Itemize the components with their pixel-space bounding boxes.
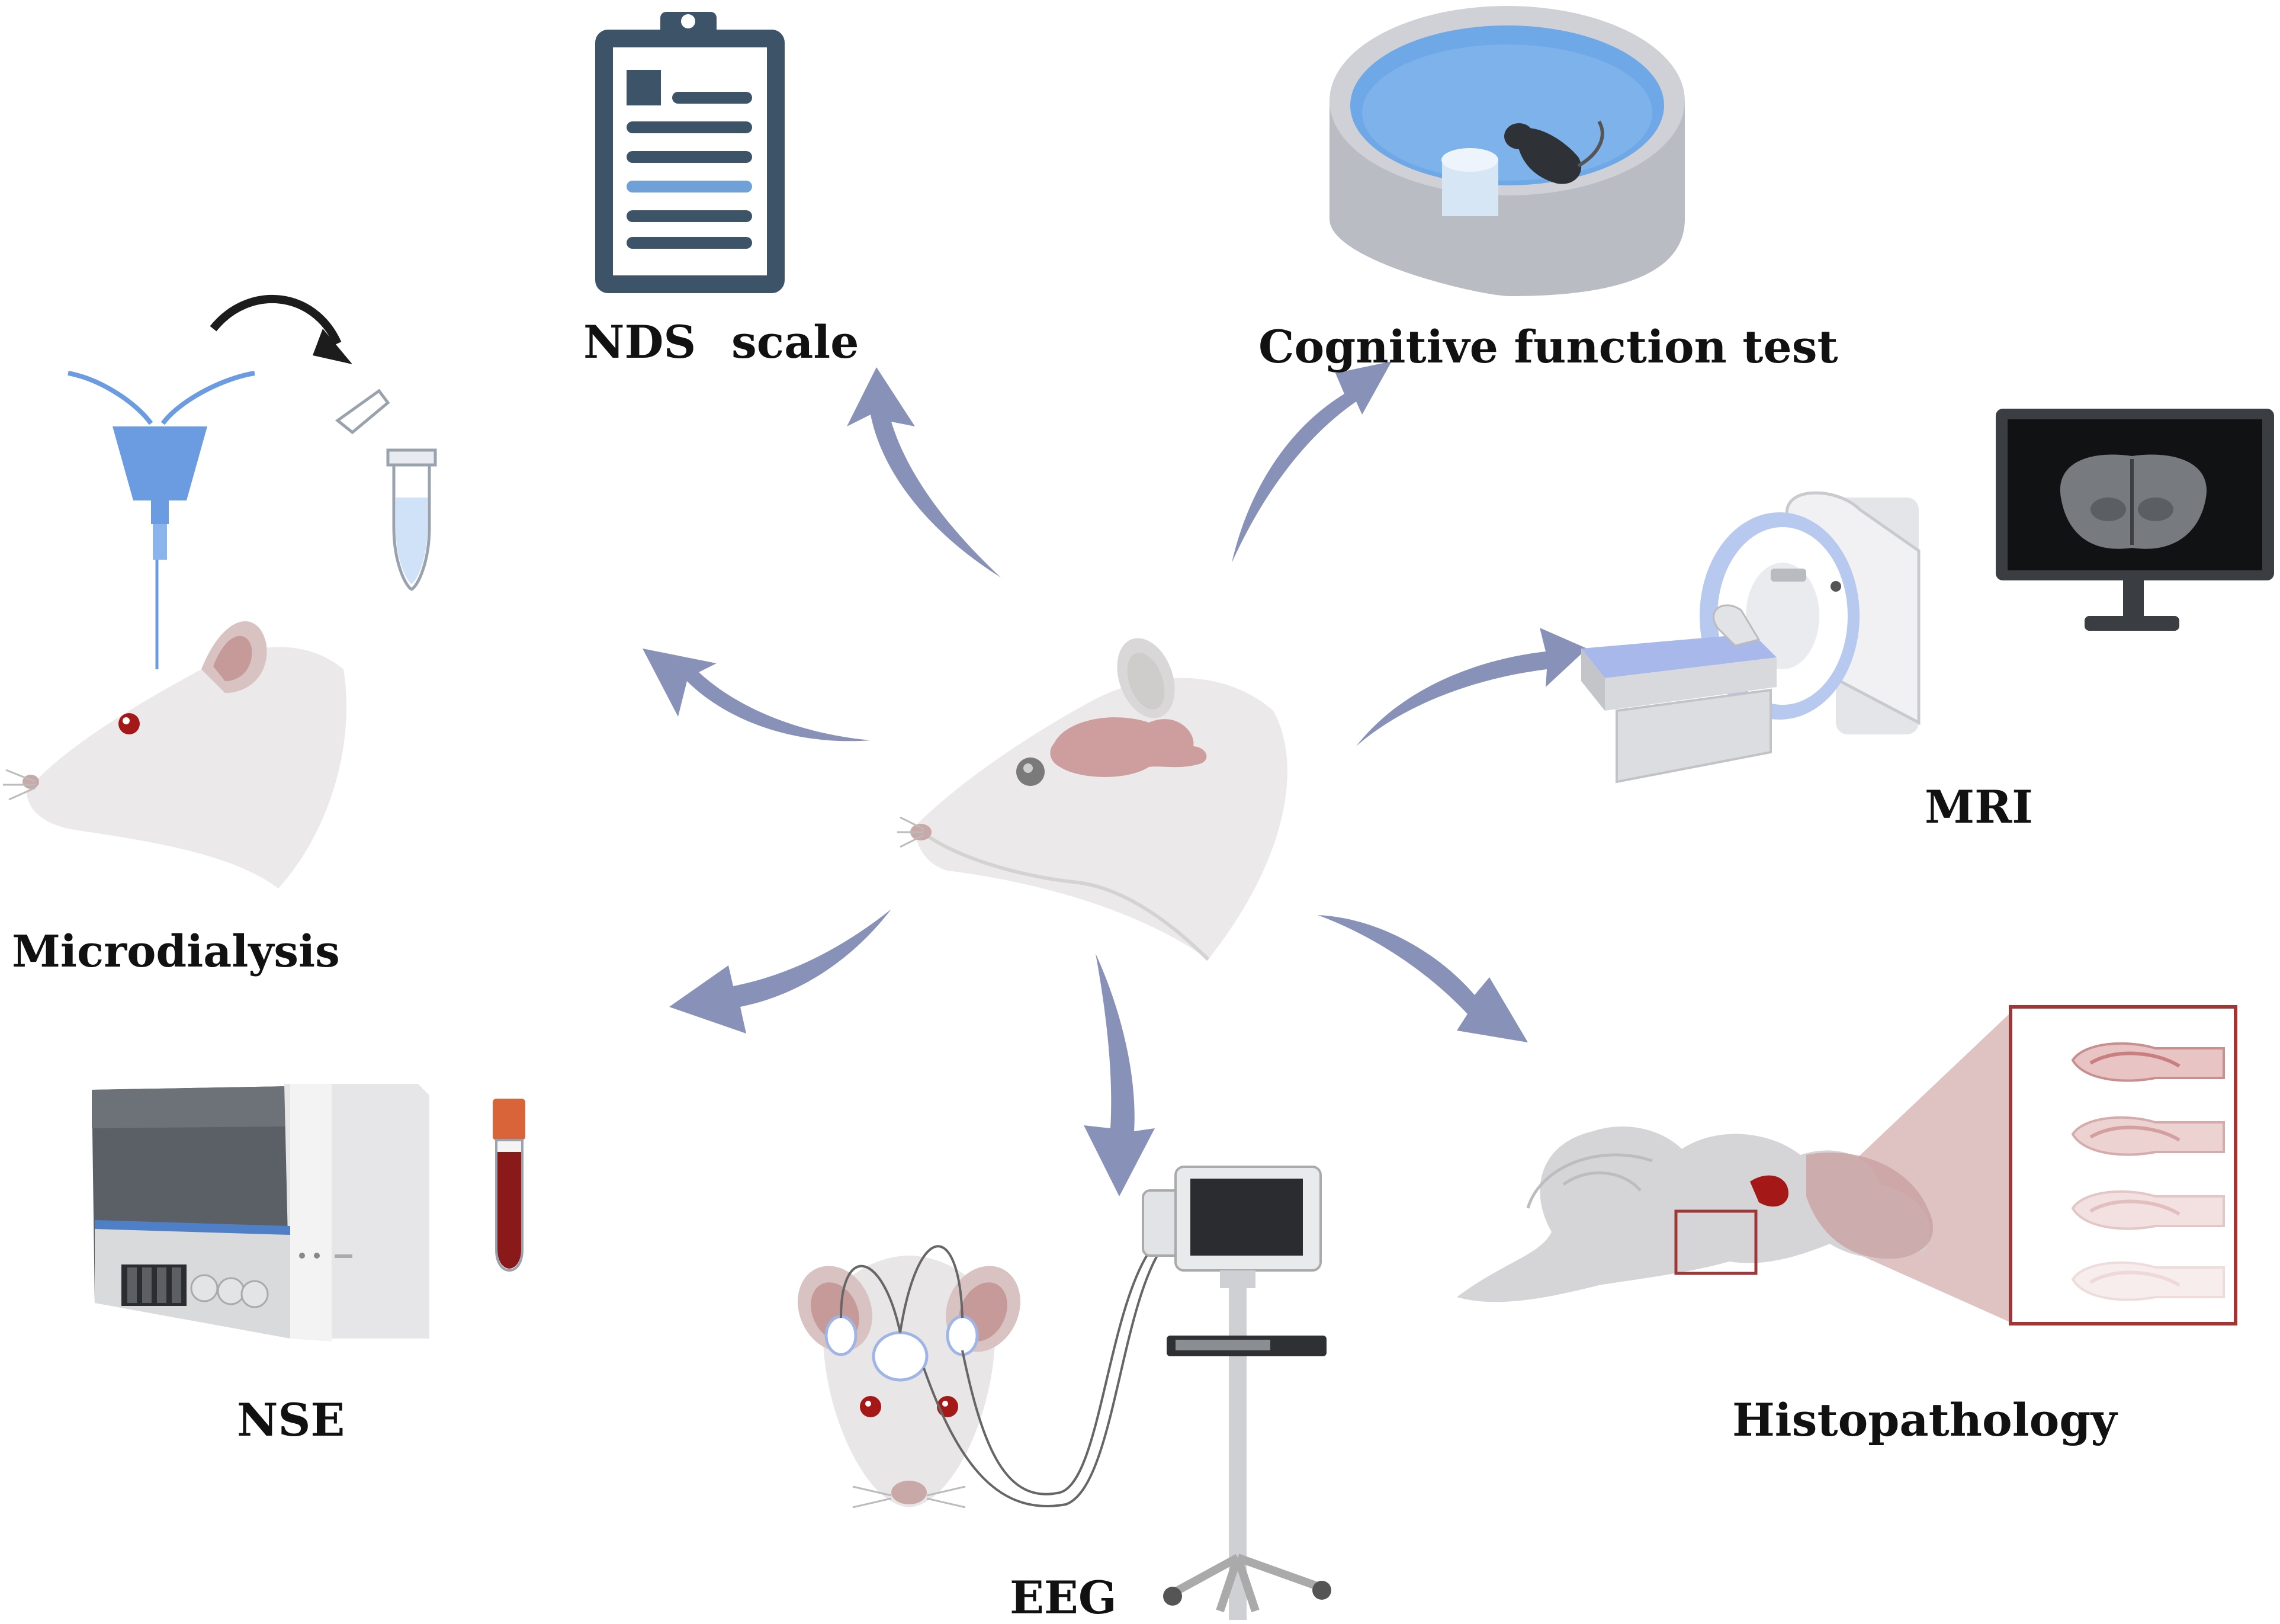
monitor-icon: [1996, 409, 2274, 631]
arrow-to-microdialysis: [643, 649, 871, 742]
mri-scanner-icon: [1581, 491, 1921, 784]
arrow-to-eeg: [1084, 954, 1155, 1196]
brain-section-icon: [1457, 1010, 2014, 1324]
slice-1: [2071, 1042, 2225, 1082]
water-maze-icon: [1330, 6, 1685, 296]
scale-label: scale: [731, 316, 859, 368]
nds-label: NDS: [583, 316, 696, 368]
mri-label: MRI: [1925, 781, 2033, 833]
eeg-label: EEG: [1010, 1571, 1117, 1624]
slice-2: [2071, 1116, 2225, 1156]
histopathology-label: Histopathology: [1732, 1394, 2117, 1446]
nse-label: NSE: [237, 1394, 345, 1446]
eeg-monitor-icon: [1142, 1166, 1331, 1620]
hippocampus-slices-icon: [2009, 1005, 2237, 1325]
arrow-to-nse: [669, 909, 891, 1034]
eeg-rat-icon: [798, 1243, 1162, 1509]
cognitive-function-test-label: Cognitive function test: [1258, 320, 1838, 373]
arrows: [643, 361, 1587, 1196]
region-highlight-box: [1674, 1209, 1758, 1275]
highlighted-brain: [1050, 717, 1207, 777]
arrow-to-histopathology: [1318, 915, 1528, 1042]
blood-tube-icon: [493, 1099, 525, 1272]
microdialysis-label: Microdialysis: [12, 926, 340, 977]
arrow-to-cognitive: [1232, 361, 1392, 563]
arrow-to-nds: [847, 367, 1001, 577]
slice-4: [2071, 1261, 2225, 1301]
central-rat-icon: [897, 638, 1287, 961]
analyzer-icon: [92, 1084, 429, 1341]
clipboard-icon: [595, 12, 785, 293]
slice-3: [2071, 1190, 2225, 1230]
microdialysis-rat-icon: [3, 294, 352, 888]
sample-tube-icon: [335, 389, 437, 591]
arrow-to-mri: [1356, 628, 1587, 746]
